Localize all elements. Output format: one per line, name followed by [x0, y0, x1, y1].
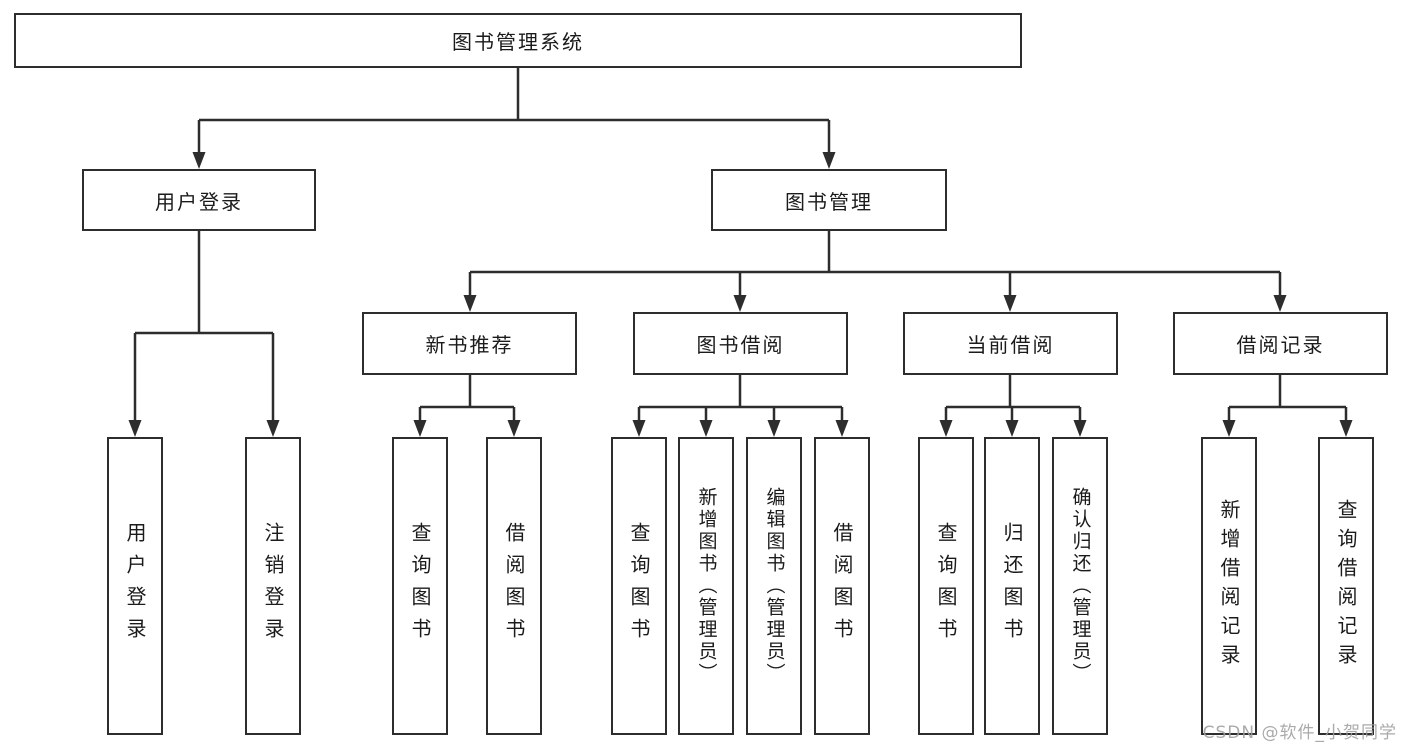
node-label: 新增图书（管理员）	[695, 487, 718, 685]
node-label: 借阅图书	[830, 522, 854, 650]
node-root-library-system: 图书管理系统	[14, 13, 1022, 68]
node-label: 图书管理	[785, 189, 873, 214]
node-book-management-branch: 图书管理	[711, 169, 947, 231]
node-label: 查询图书	[408, 522, 432, 650]
node-root-label: 图书管理系统	[452, 30, 584, 54]
node-label: 新增借阅记录	[1217, 499, 1241, 673]
node-label: 查询借阅记录	[1334, 499, 1358, 673]
node-edit-books-admin: 编辑图书（管理员）	[746, 437, 802, 735]
node-borrow-books-2: 借阅图书	[814, 437, 870, 735]
node-add-borrow-record: 新增借阅记录	[1201, 437, 1257, 735]
node-label: 当前借阅	[966, 333, 1055, 357]
watermark-text: CSDN @软件_小贺同学	[1202, 723, 1397, 743]
node-borrow-books-1: 借阅图书	[486, 437, 542, 735]
node-label: 确认归还（管理员）	[1069, 487, 1092, 685]
node-label: 编辑图书（管理员）	[763, 487, 786, 685]
node-query-books-2: 查询图书	[611, 437, 667, 735]
node-label: 借阅图书	[502, 522, 526, 650]
node-add-books-admin: 新增图书（管理员）	[678, 437, 734, 735]
node-query-books-1: 查询图书	[392, 437, 448, 735]
node-query-books-3: 查询图书	[918, 437, 974, 735]
node-new-book-recommendation: 新书推荐	[362, 312, 577, 375]
node-label: 归还图书	[1000, 522, 1024, 650]
node-query-borrow-record: 查询借阅记录	[1318, 437, 1374, 735]
node-book-borrowing: 图书借阅	[633, 312, 848, 375]
node-return-books: 归还图书	[984, 437, 1040, 735]
node-user-login: 用户登录	[107, 437, 163, 735]
node-user-login-branch: 用户登录	[82, 169, 316, 231]
node-label: 查询图书	[934, 522, 958, 650]
node-borrowing-records: 借阅记录	[1173, 312, 1388, 375]
node-label: 查询图书	[627, 522, 651, 650]
node-confirm-return-admin: 确认归还（管理员）	[1052, 437, 1108, 735]
node-label: 图书借阅	[696, 333, 785, 357]
node-logout: 注销登录	[245, 437, 301, 735]
node-label: 借阅记录	[1236, 333, 1325, 357]
node-label: 新书推荐	[425, 333, 514, 357]
node-label: 用户登录	[155, 189, 243, 214]
node-label: 注销登录	[261, 522, 285, 650]
node-current-borrowing: 当前借阅	[903, 312, 1118, 375]
node-label: 用户登录	[123, 522, 147, 650]
